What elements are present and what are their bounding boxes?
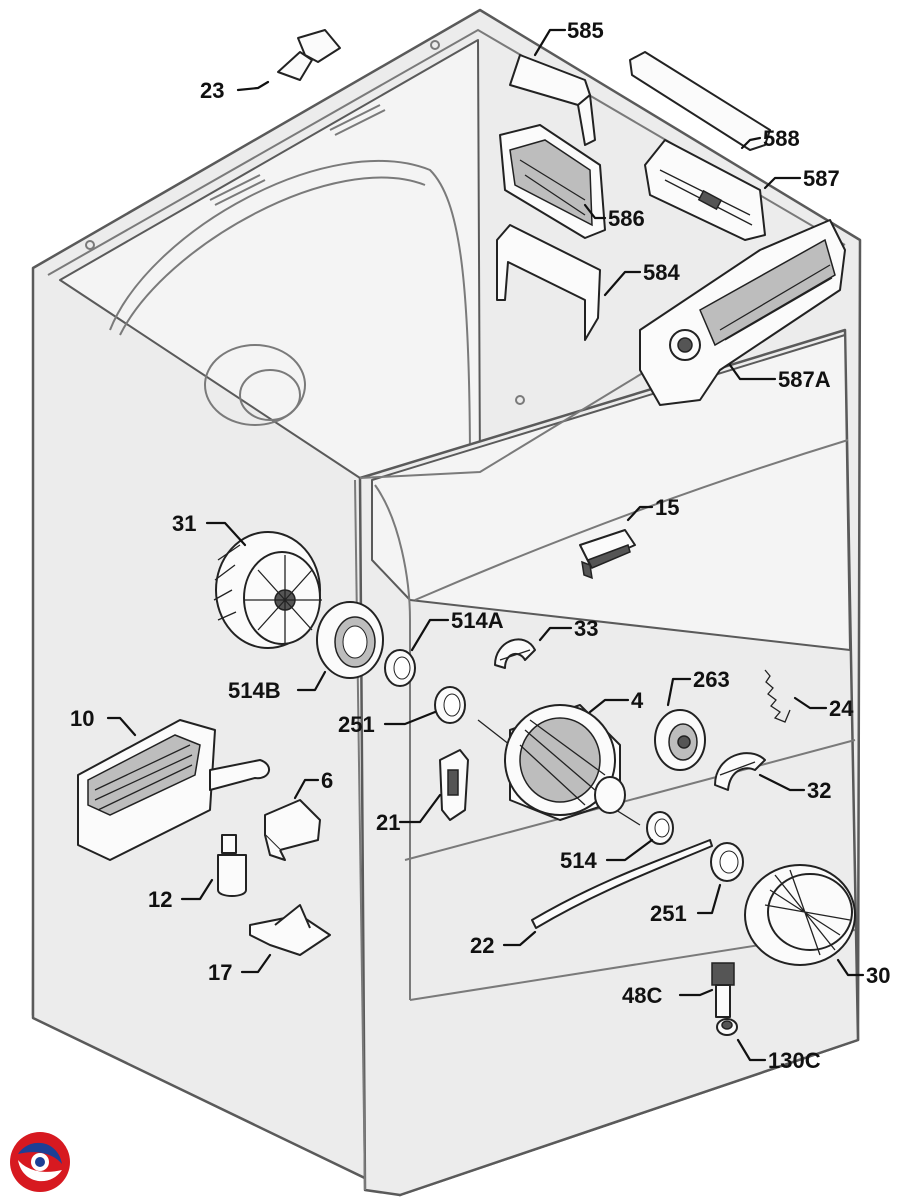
part-263-pulley [654,709,706,771]
part-587A-control-panel [639,219,846,406]
part-12-capacitor [217,834,247,897]
part-10-heater [77,719,270,861]
part-251-bearing-lower [710,842,744,882]
callout-6: 6 [321,768,333,793]
callout-10: 10 [70,706,94,731]
callout-585: 585 [567,18,604,43]
callout-labels: 23 585 588 587 586 584 587A 15 31 514A 3… [70,18,890,1073]
part-31-fan-impeller [213,531,322,649]
callout-586: 586 [608,206,645,231]
part-130C-plug [716,1018,738,1036]
part-30-fan-wheel [744,864,856,966]
brand-logo [10,1132,70,1192]
part-514B-seal [316,601,384,679]
callout-584: 584 [643,260,680,285]
callout-587A: 587A [778,367,831,392]
part-585-bracket [509,54,596,146]
part-23-cap [277,29,341,81]
callout-251-lower: 251 [650,901,687,926]
part-32-bracket [714,752,766,791]
callout-17: 17 [208,960,232,985]
callout-23: 23 [200,78,224,103]
part-588-cover [629,51,771,151]
callout-24: 24 [829,696,854,721]
part-17-bracket [249,904,331,956]
callout-48C: 48C [622,983,662,1008]
part-584-frame [496,224,601,341]
callout-21: 21 [376,810,400,835]
callout-32: 32 [807,778,831,803]
callout-514A: 514A [451,608,504,633]
callout-31: 31 [172,511,196,536]
part-251-bearing-upper [434,686,466,724]
leader-lines [106,28,865,1062]
callout-33: 33 [574,616,598,641]
callout-15: 15 [655,495,679,520]
part-6-relay [264,799,321,861]
callout-4: 4 [631,688,644,713]
part-24-spring [764,669,791,723]
callout-588: 588 [763,126,800,151]
callout-263: 263 [693,667,730,692]
callout-30: 30 [866,963,890,988]
part-15-door-switch [579,529,636,580]
callout-12: 12 [148,887,172,912]
callout-130C: 130C [768,1048,821,1073]
callout-514: 514 [560,848,597,873]
callout-587: 587 [803,166,840,191]
callout-22: 22 [470,933,494,958]
part-22-strip [531,839,713,929]
part-587-control-board [644,139,766,241]
part-33-bracket [494,638,536,669]
part-4-motor [477,704,641,826]
part-21-sensor [439,749,469,821]
part-48C-connector [711,962,735,1018]
callout-251-upper: 251 [338,712,375,737]
part-514A-ring [384,649,416,687]
callout-514B: 514B [228,678,281,703]
part-586-electronic-module [499,124,606,239]
part-514-ring [646,811,674,845]
